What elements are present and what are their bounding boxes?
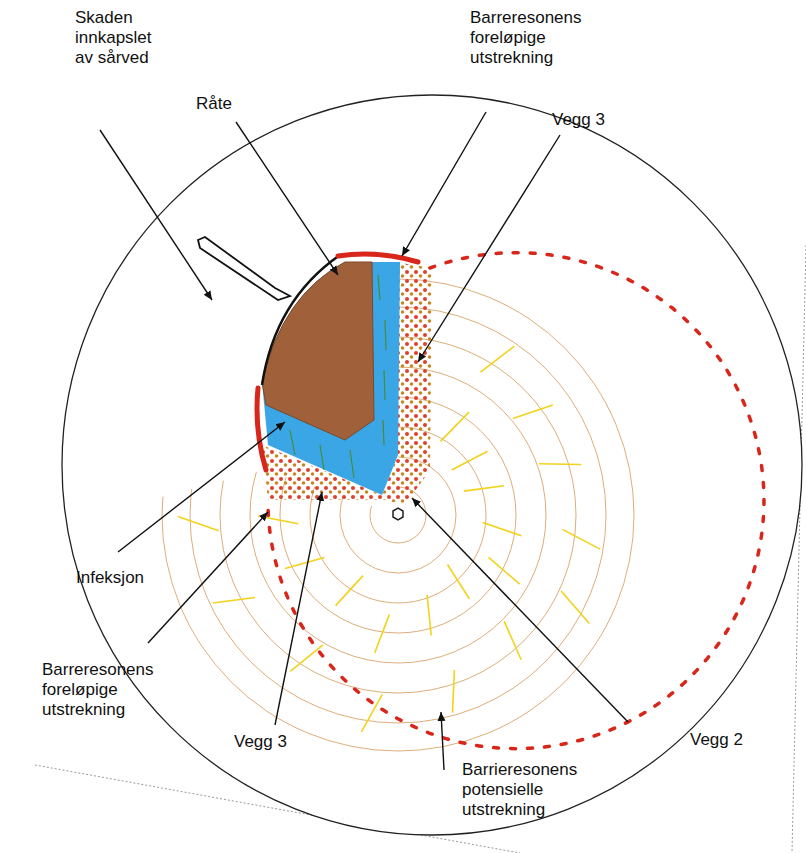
barrier-zone-potential — [268, 253, 764, 749]
wound-edge — [262, 255, 340, 385]
wood-ray — [441, 412, 470, 441]
wood-ray — [375, 615, 390, 653]
callout-label: Vegg 2 — [690, 730, 770, 750]
callout-label: Vegg 3 — [234, 732, 314, 752]
wood-ray — [464, 486, 504, 491]
paper-edge — [792, 245, 806, 853]
decay-zone — [262, 262, 374, 440]
callout-label: Råte — [196, 94, 256, 114]
wood-ray — [213, 598, 255, 604]
barrier-zone-current — [338, 254, 418, 262]
wood-ray — [448, 565, 470, 599]
leader-lines — [100, 112, 628, 770]
callout-label: Vegg 3 — [552, 110, 632, 130]
wood-ray — [483, 522, 522, 535]
callout-label: Barrieresonens potensielle utstrekning — [462, 760, 612, 820]
wood-ray — [489, 557, 520, 584]
barrier-zone-current — [257, 388, 266, 470]
wood-ray — [427, 595, 431, 636]
wood-ray — [539, 463, 581, 465]
wood-ray — [452, 451, 488, 470]
wood-ray — [562, 529, 600, 549]
wood-ray — [361, 694, 382, 732]
wood-ray — [336, 576, 363, 606]
wood-ray — [285, 558, 324, 569]
callout-label: Barreresonens foreløpige utstrekning — [470, 8, 595, 68]
wood-ray — [513, 405, 553, 419]
pith — [393, 508, 403, 520]
barrier-zone-wall3 — [262, 262, 432, 505]
wound-notch — [198, 237, 290, 300]
wood-ray — [504, 621, 521, 660]
trunk-outline — [62, 95, 802, 835]
wood-ray — [453, 670, 455, 713]
callout-label: Infeksjon — [76, 568, 186, 588]
wood-ray — [481, 346, 515, 372]
wood-ray — [561, 591, 589, 624]
wood-ray — [178, 517, 219, 531]
callout-label: Skaden innkapslet av sårved — [75, 8, 170, 68]
wood-ray — [290, 645, 323, 672]
callout-label: Barreresonens foreløpige utstrekning — [42, 660, 172, 720]
